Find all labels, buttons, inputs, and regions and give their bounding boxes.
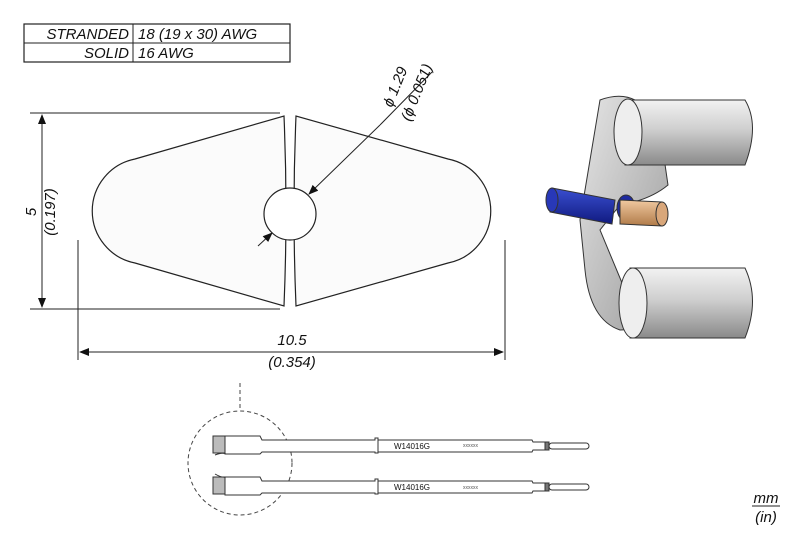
tip-marking-bottom: W14016G <box>394 483 430 492</box>
tip-serial-top: xxxxxx <box>463 443 479 449</box>
width-dimension <box>77 240 506 360</box>
unit-primary: mm <box>754 490 779 507</box>
wire-table: STRANDED 18 (19 x 30) AWG SOLID 16 AWG <box>23 23 291 63</box>
solid-gauge: 16 AWG <box>138 45 194 62</box>
solid-label: SOLID <box>84 45 129 62</box>
terminal-outline <box>91 115 492 307</box>
tip-marking-top: W14016G <box>394 442 430 451</box>
tip-serial-bottom: xxxxxx <box>463 485 479 491</box>
tip-side-view <box>187 383 590 516</box>
height-in: (0.197) <box>42 188 59 236</box>
height-mm: 5 <box>23 207 40 216</box>
stranded-label: STRANDED <box>46 26 129 43</box>
hole-dimension <box>257 71 433 247</box>
terminal-hole <box>263 187 317 241</box>
height-dimension <box>30 112 280 310</box>
stranded-gauge: 18 (19 x 30) AWG <box>138 26 258 43</box>
width-in: (0.354) <box>268 354 316 371</box>
tip-3d-render <box>545 95 753 339</box>
detail-circle <box>187 410 293 516</box>
width-mm: 10.5 <box>277 332 307 349</box>
unit-secondary: (in) <box>755 509 777 526</box>
